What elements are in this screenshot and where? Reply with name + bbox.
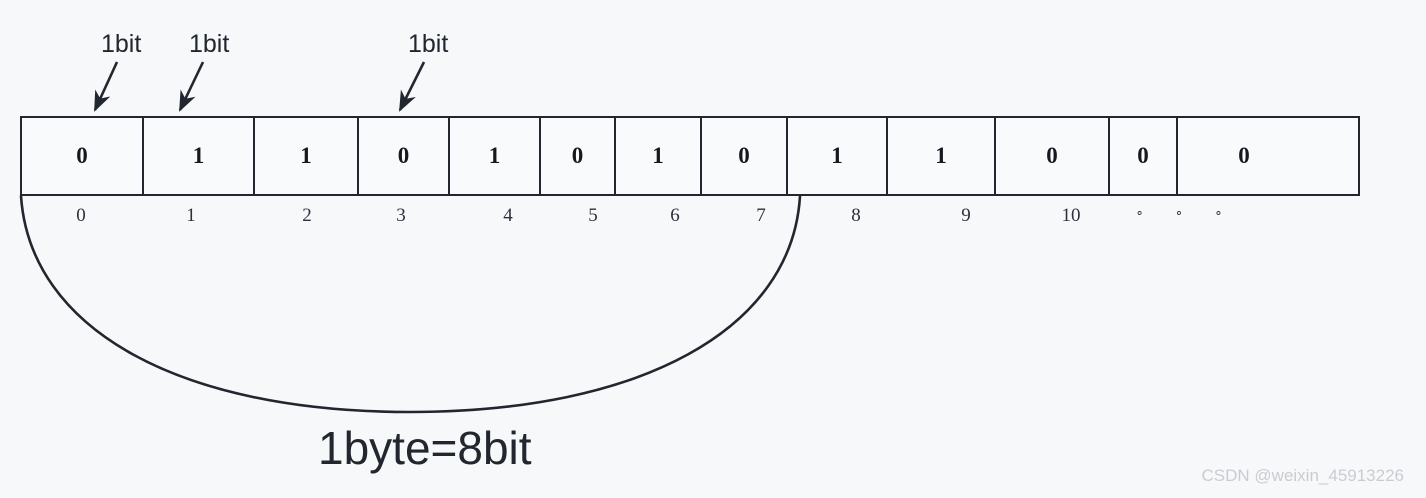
bit-cell: 1 <box>616 118 702 194</box>
callout-arrow-c <box>398 61 426 112</box>
caption-1byte-equals-8bit: 1byte=8bit <box>318 422 532 474</box>
bit-cell: 1 <box>450 118 541 194</box>
callout-arrow-a <box>93 61 119 112</box>
callout-label-1bit-b: 1bit <box>189 30 230 58</box>
callout-arrow-b <box>178 61 205 112</box>
callout-label-1bit-a: 1bit <box>101 30 142 58</box>
bit-cell: 0 <box>996 118 1110 194</box>
bit-cell: 1 <box>888 118 996 194</box>
bit-cell: 1 <box>144 118 255 194</box>
bit-index-ellipsis: ∘ ∘ ∘ <box>1135 205 1237 220</box>
bit-index-label: 4 <box>503 205 513 226</box>
bit-cell: 0 <box>541 118 616 194</box>
bit-index-label: 2 <box>302 205 312 226</box>
bit-cell: 1 <box>255 118 359 194</box>
bit-cell: 0 <box>22 118 144 194</box>
bit-cell: 0 <box>702 118 788 194</box>
bit-strip: 0 1 1 0 1 0 1 0 1 1 0 0 0 <box>20 116 1360 196</box>
bit-index-label: 3 <box>396 205 406 226</box>
bit-index-label: 10 <box>1061 205 1081 226</box>
bit-cell: 0 <box>1110 118 1178 194</box>
bit-index-label: 9 <box>961 205 971 226</box>
watermark: CSDN @weixin_45913226 <box>1201 466 1404 485</box>
callout-label-1bit-c: 1bit <box>408 30 449 58</box>
bit-index-label: 7 <box>756 205 766 226</box>
bit-cell: 0 <box>1178 118 1310 194</box>
bit-index-label: 5 <box>588 205 598 226</box>
bit-index-label: 0 <box>76 205 86 226</box>
index-row: 0 1 2 3 4 5 6 7 8 9 10 ∘ ∘ ∘ <box>0 205 1426 239</box>
bit-index-label: 1 <box>186 205 196 226</box>
bit-cell: 1 <box>788 118 888 194</box>
bit-cell: 0 <box>359 118 450 194</box>
bit-index-label: 6 <box>670 205 680 226</box>
bit-index-label: 8 <box>851 205 861 226</box>
